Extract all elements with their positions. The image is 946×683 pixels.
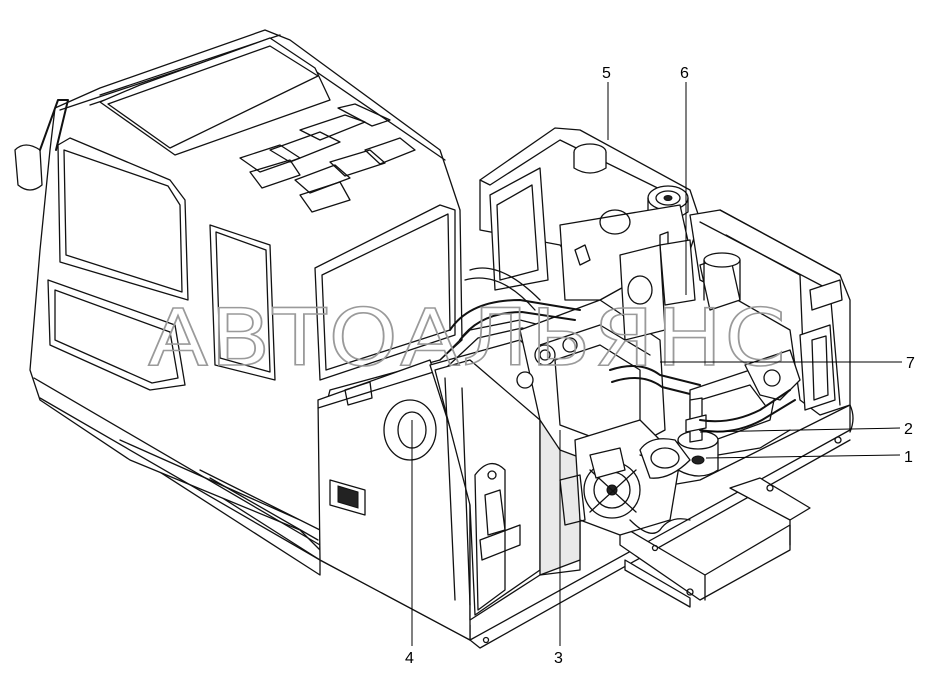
callout-3: 3 — [554, 650, 563, 667]
callout-1: 1 — [904, 449, 913, 466]
callout-7: 7 — [906, 355, 915, 372]
callout-5: 5 — [602, 65, 611, 82]
callout-6: 6 — [680, 65, 689, 82]
callouts: 5 6 7 2 1 3 4 — [405, 65, 915, 667]
callout-2-leader — [699, 427, 901, 433]
callout-4: 4 — [405, 650, 414, 667]
watermark-text: АВТОАЛЬЯНС — [148, 294, 788, 384]
callout-2: 2 — [904, 421, 913, 438]
engine-hood-frame — [619, 209, 851, 416]
callout-1-leader — [705, 454, 901, 459]
operator-cab — [14, 29, 463, 561]
